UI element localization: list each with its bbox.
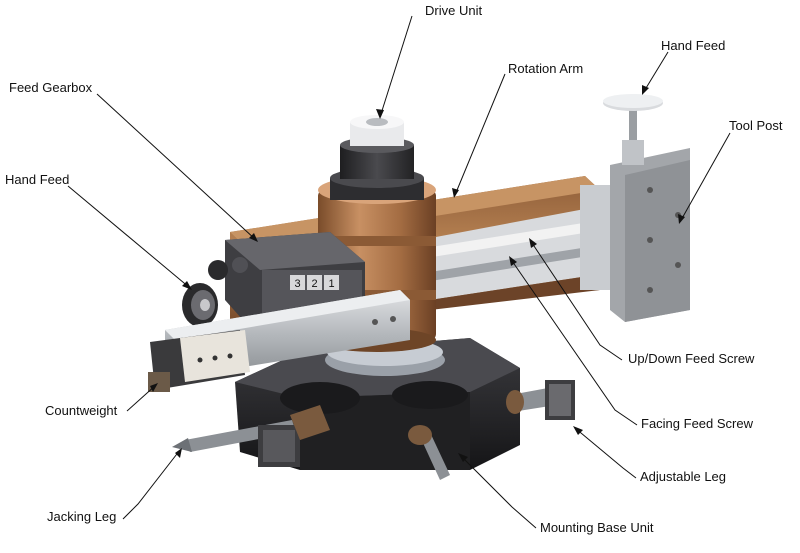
leader-hand-feed-left: [67, 185, 191, 289]
leader-feed-gearbox: [96, 93, 257, 241]
arrowhead-adjustable: [573, 426, 583, 435]
tool-post-shape: [580, 148, 690, 322]
leader-tool-post: [679, 132, 731, 223]
leader-rotation-arm: [454, 73, 506, 196]
label-mounting-base-unit: Mounting Base Unit: [540, 520, 654, 535]
arrowhead-updown: [529, 238, 537, 248]
arrowhead-hand-feed-left: [182, 281, 192, 290]
label-hand-feed-left: Hand Feed: [5, 172, 70, 187]
leader-mounting-base: [459, 454, 537, 529]
arrowhead-facing: [509, 256, 517, 266]
label-updown-feed-screw: Up/Down Feed Screw: [628, 351, 755, 366]
label-jacking-leg: Jacking Leg: [47, 509, 117, 524]
hand-feed-left-shape: [182, 283, 218, 327]
countweight-shape: [148, 290, 410, 392]
leader-jacking-leg: [122, 449, 181, 520]
leader-drive-unit: [379, 15, 413, 118]
label-tool-post: Tool Post: [729, 118, 783, 133]
jacking-leg-shape: [172, 405, 330, 467]
gearbox-digit-1: 1: [328, 278, 334, 290]
arrowhead-jacking: [175, 448, 182, 458]
leader-updown-feed-screw: [529, 239, 623, 361]
arrowhead-countweight: [150, 383, 158, 392]
label-rotation-arm: Rotation Arm: [508, 61, 584, 76]
leader-countweight: [126, 384, 157, 412]
gearbox-digit-2: 2: [311, 278, 317, 290]
label-countweight: Countweight: [45, 403, 118, 418]
leader-arrowheads: [150, 85, 685, 462]
label-hand-feed-top: Hand Feed: [661, 38, 726, 53]
arrowhead-tool-post: [678, 214, 685, 224]
label-facing-feed-screw: Facing Feed Screw: [641, 416, 753, 431]
label-drive-unit: Drive Unit: [425, 3, 483, 18]
label-feed-gearbox: Feed Gearbox: [9, 80, 93, 95]
hand-feed-top-shape: [603, 94, 663, 165]
arrowhead-mounting: [458, 453, 468, 462]
arrowhead-drive-unit: [376, 109, 384, 119]
gearbox-digit-3: 3: [294, 278, 300, 290]
leader-lines: [67, 15, 731, 529]
leader-hand-feed-top: [642, 51, 669, 94]
arrowhead-feed-gearbox: [249, 233, 258, 242]
arrowhead-hand-feed-top: [642, 85, 649, 95]
arrowhead-rotation-arm: [452, 188, 459, 198]
leader-facing-feed-screw: [509, 257, 638, 426]
base-front-leg-shape: [408, 425, 450, 480]
adjustable-leg-shape: [506, 380, 575, 420]
label-adjustable-leg: Adjustable Leg: [640, 469, 727, 484]
leader-adjustable-leg: [574, 427, 637, 479]
